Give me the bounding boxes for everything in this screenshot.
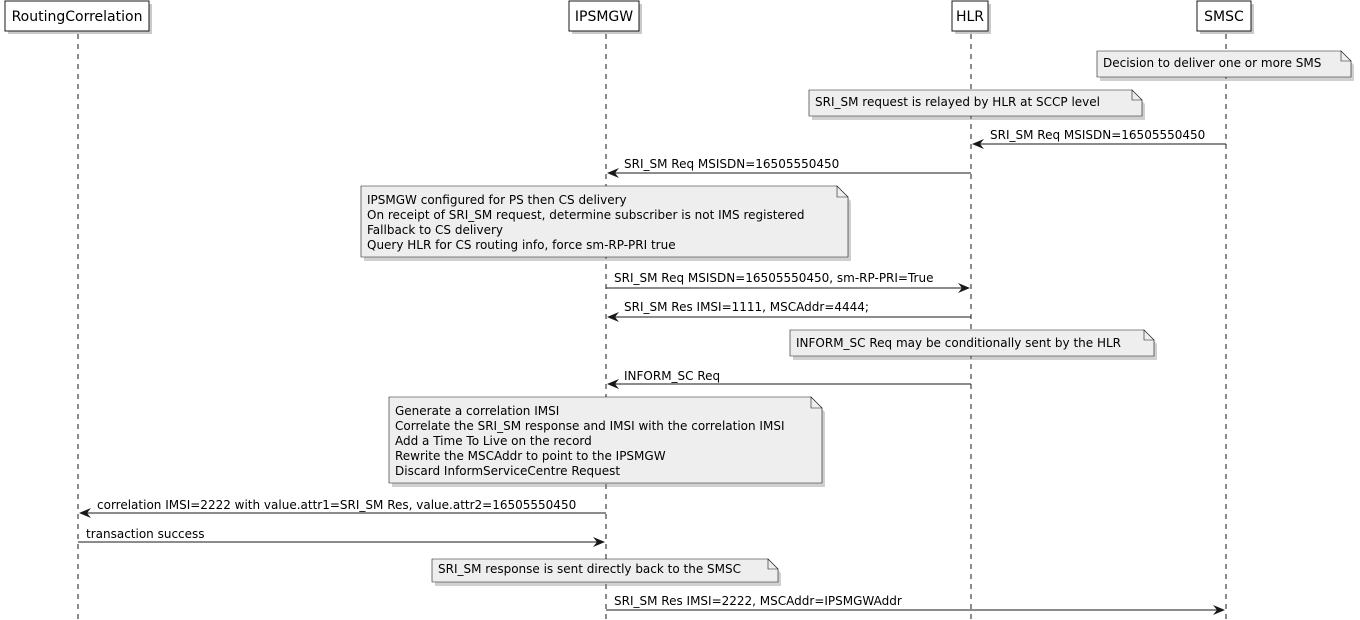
- note-response: SRI_SM response is sent directly back to…: [431, 558, 781, 586]
- note-relay-text: SRI_SM request is relayed by HLR at SCCP…: [815, 95, 1100, 109]
- note-correlation-line-1: Generate a correlation IMSI: [395, 404, 559, 418]
- message-2: SRI_SM Req MSISDN=16505550450: [607, 157, 971, 178]
- message-8: SRI_SM Res IMSI=2222, MSCAddr=IPSMGWAddr: [606, 594, 1225, 615]
- note-inform-text: INFORM_SC Req may be conditionally sent …: [796, 336, 1121, 350]
- note-correlation-line-4: Rewrite the MSCAddr to point to the IPSM…: [395, 449, 666, 463]
- participant-hlr-label: HLR: [956, 9, 984, 25]
- participant-smsc-label: SMSC: [1204, 9, 1244, 25]
- message-4: SRI_SM Res IMSI=1111, MSCAddr=4444;: [607, 300, 971, 322]
- note-correlation: Generate a correlation IMSI Correlate th…: [388, 396, 825, 487]
- participant-routing-label: RoutingCorrelation: [12, 9, 143, 25]
- note-decision-text: Decision to deliver one or more SMS: [1103, 56, 1321, 70]
- note-ipsmgw-config-line-3: Fallback to CS delivery: [367, 223, 503, 237]
- note-correlation-line-3: Add a Time To Live on the record: [395, 434, 592, 448]
- message-5-label: INFORM_SC Req: [624, 369, 720, 383]
- note-relay: SRI_SM request is relayed by HLR at SCCP…: [808, 89, 1145, 120]
- note-ipsmgw-config-line-2: On receipt of SRI_SM request, determine …: [367, 208, 804, 222]
- message-6: correlation IMSI=2222 with value.attr1=S…: [79, 498, 606, 518]
- message-6-label: correlation IMSI=2222 with value.attr1=S…: [97, 498, 576, 512]
- note-response-text: SRI_SM response is sent directly back to…: [438, 562, 741, 576]
- message-7-label: transaction success: [86, 527, 205, 541]
- participant-routing[interactable]: RoutingCorrelation: [4, 0, 152, 34]
- participant-hlr[interactable]: HLR: [951, 0, 991, 34]
- note-ipsmgw-config-line-1: IPSMGW configured for PS then CS deliver…: [367, 193, 627, 207]
- message-8-label: SRI_SM Res IMSI=2222, MSCAddr=IPSMGWAddr: [614, 594, 902, 608]
- message-1-label: SRI_SM Req MSISDN=16505550450: [990, 128, 1205, 142]
- message-1: SRI_SM Req MSISDN=16505550450: [972, 128, 1226, 149]
- message-5: INFORM_SC Req: [607, 369, 971, 389]
- message-2-label: SRI_SM Req MSISDN=16505550450: [624, 157, 839, 171]
- participant-smsc[interactable]: SMSC: [1196, 0, 1254, 34]
- participant-ipsmgw-label: IPSMGW: [575, 9, 633, 25]
- message-7: transaction success: [78, 527, 605, 547]
- message-3: SRI_SM Req MSISDN=16505550450, sm-RP-PRI…: [606, 271, 970, 293]
- note-decision: Decision to deliver one or more SMS: [1096, 50, 1354, 81]
- note-correlation-line-2: Correlate the SRI_SM response and IMSI w…: [395, 419, 784, 433]
- message-4-label: SRI_SM Res IMSI=1111, MSCAddr=4444;: [624, 300, 869, 314]
- participant-ipsmgw[interactable]: IPSMGW: [568, 0, 642, 34]
- message-3-label: SRI_SM Req MSISDN=16505550450, sm-RP-PRI…: [614, 271, 933, 285]
- note-ipsmgw-config: IPSMGW configured for PS then CS deliver…: [360, 185, 851, 261]
- note-correlation-line-5: Discard InformServiceCentre Request: [395, 464, 620, 478]
- note-inform: INFORM_SC Req may be conditionally sent …: [789, 329, 1157, 360]
- note-ipsmgw-config-line-4: Query HLR for CS routing info, force sm-…: [367, 238, 676, 252]
